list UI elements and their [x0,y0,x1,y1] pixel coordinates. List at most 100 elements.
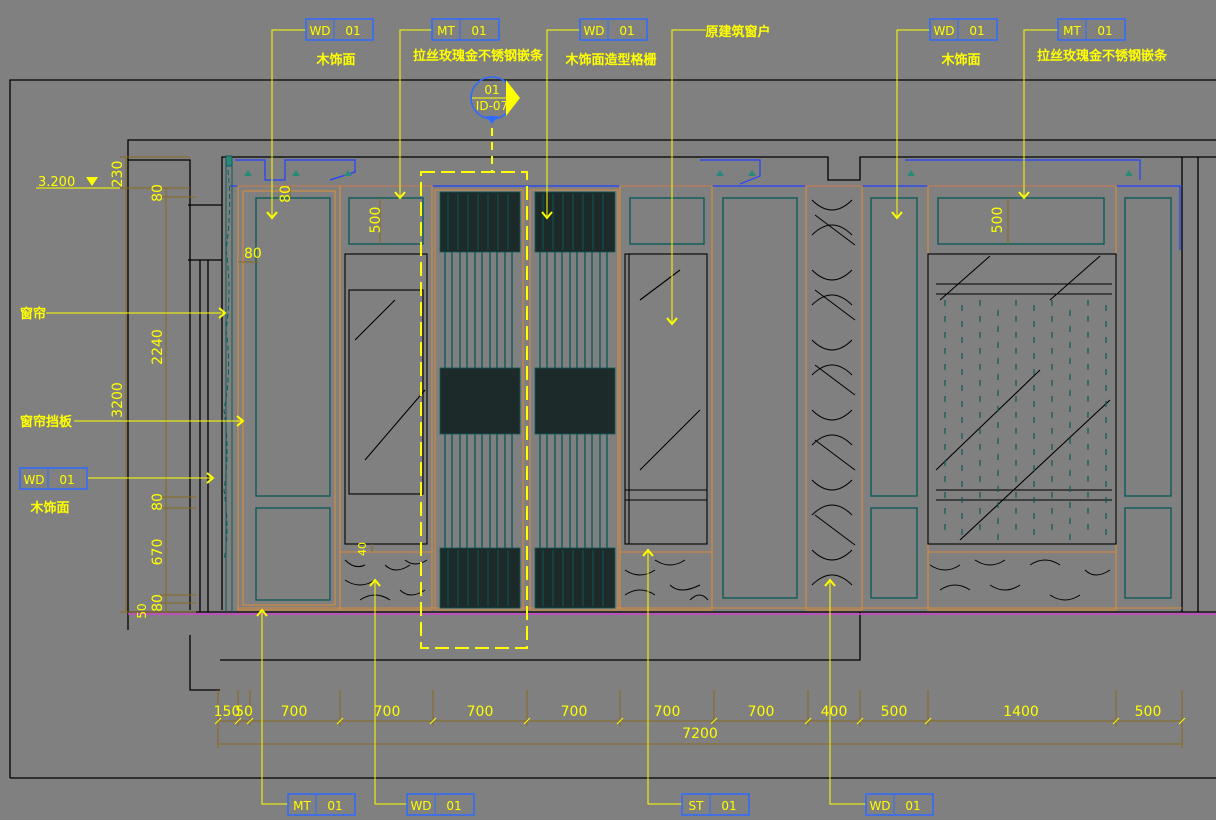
section-marker[interactable]: 01 ID-07 [470,76,520,124]
curtain [223,155,233,612]
dimension-tick-mark [616,717,624,725]
svg-text:400: 400 [821,704,848,720]
tag-top-5-label: 木饰面 [940,52,980,68]
wood-grille [420,128,619,649]
tag-top-4[interactable]: 原建筑窗户 [705,24,770,40]
svg-text:230: 230 [110,161,126,188]
svg-text:01: 01 [969,24,984,38]
grille-detail-callout[interactable] [420,171,528,649]
left-callout-arrows [206,307,245,484]
svg-text:WD: WD [583,24,604,38]
tag-top-1-label: 木饰面 [315,52,355,68]
wood-panels [255,197,1172,601]
svg-text:500: 500 [990,207,1006,234]
tag-top-6-label: 拉丝玫瑰金不锈钢嵌条 [1037,48,1168,64]
tag-bottom-4[interactable]: WD 01 [865,793,934,816]
dimension-tick-mark [214,717,222,725]
dimension-tick-mark [336,717,344,725]
svg-text:MT: MT [1063,24,1081,38]
dimension-tick-mark [429,717,437,725]
dimension-tick-mark [246,717,254,725]
svg-text:01: 01 [619,24,634,38]
svg-text:7200: 7200 [682,726,718,742]
svg-text:01: 01 [471,24,486,38]
svg-text:MT: MT [293,799,311,813]
svg-text:2240: 2240 [150,329,166,365]
vertical-dimensions [120,156,196,613]
tag-top-6[interactable]: MT 01 拉丝玫瑰金不锈钢嵌条 [1037,18,1168,64]
svg-text:500: 500 [1135,704,1162,720]
svg-text:700: 700 [374,704,401,720]
tag-top-5[interactable]: WD 01 木饰面 [929,18,998,68]
svg-text:01: 01 [327,799,342,813]
stone-hatch [344,199,1111,601]
svg-text:WD: WD [309,24,330,38]
svg-text:700: 700 [561,704,588,720]
svg-text:1400: 1400 [1003,704,1039,720]
horizontal-dimensions [214,690,1186,748]
svg-text:01: 01 [721,799,736,813]
svg-text:700: 700 [748,704,775,720]
svg-text:WD: WD [933,24,954,38]
tag-top-2-label: 拉丝玫瑰金不锈钢嵌条 [413,48,544,64]
dimension-tick-mark [234,717,242,725]
dimension-tick-mark [1178,717,1186,725]
svg-text:700: 700 [654,704,681,720]
dimension-tick-mark [804,717,812,725]
left-callouts [46,312,242,479]
svg-text:WD: WD [869,799,890,813]
tag-left-curtain-board[interactable]: 窗帘挡板 [20,414,73,430]
svg-text:150: 150 [214,704,241,720]
tag-bottom-3[interactable]: ST 01 [681,793,750,816]
dimension-tick-mark [523,717,531,725]
svg-text:700: 700 [281,704,308,720]
tag-left-curtain[interactable]: 窗帘 [20,306,46,322]
tag-bottom-1[interactable]: MT 01 [287,793,356,816]
horizontal-dimension-labels: 150 50 700 700 700 700 700 700 400 500 1… [214,704,1162,742]
svg-text:700: 700 [467,704,494,720]
dimension-tick-mark [1112,717,1120,725]
svg-text:50: 50 [235,704,253,720]
svg-text:ST: ST [689,799,705,813]
building-outline [9,79,1216,779]
tag-top-2[interactable]: MT 01 拉丝玫瑰金不锈钢嵌条 [413,18,544,64]
svg-text:01: 01 [345,24,360,38]
bottom-callout-arrows [256,548,836,617]
bottom-callouts [261,552,866,805]
svg-text:3.200: 3.200 [38,175,75,190]
svg-text:WD: WD [23,473,44,487]
callout-arrows [266,191,1030,326]
ceiling-fixtures [244,170,1133,176]
tag-top-1[interactable]: WD 01 木饰面 [305,18,374,68]
svg-text:01: 01 [446,799,461,813]
dimension-tick-mark [924,717,932,725]
section-marker-bottom: ID-07 [476,99,508,113]
svg-text:80: 80 [278,185,294,203]
level-mark: 3.200 [36,175,128,190]
tag-left-wood[interactable]: WD 01 木饰面 [19,467,88,516]
tag-bottom-2[interactable]: WD 01 [406,793,475,816]
inner-dimensions: 80 80 500 40 500 [238,185,1009,556]
svg-text:670: 670 [150,539,166,566]
svg-text:80: 80 [150,493,166,511]
dimension-tick-mark [710,717,718,725]
svg-text:500: 500 [881,704,908,720]
svg-text:80: 80 [150,184,166,202]
svg-text:窗帘挡板: 窗帘挡板 [20,414,73,430]
tag-top-3[interactable]: WD 01 木饰面造型格栅 [564,18,657,68]
svg-text:MT: MT [437,24,455,38]
svg-text:WD: WD [410,799,431,813]
svg-text:50: 50 [135,603,149,618]
svg-text:80: 80 [150,594,166,612]
section-marker-top: 01 [484,83,499,97]
top-callouts [271,29,1058,322]
svg-text:500: 500 [368,207,384,234]
svg-text:3200: 3200 [110,382,126,418]
svg-text:40: 40 [356,542,369,556]
tag-top-4-label: 原建筑窗户 [705,24,770,40]
svg-text:01: 01 [59,473,74,487]
tag-left-wood-label: 木饰面 [29,500,69,516]
window-rain-hatch [944,300,1107,540]
svg-text:80: 80 [244,246,262,262]
